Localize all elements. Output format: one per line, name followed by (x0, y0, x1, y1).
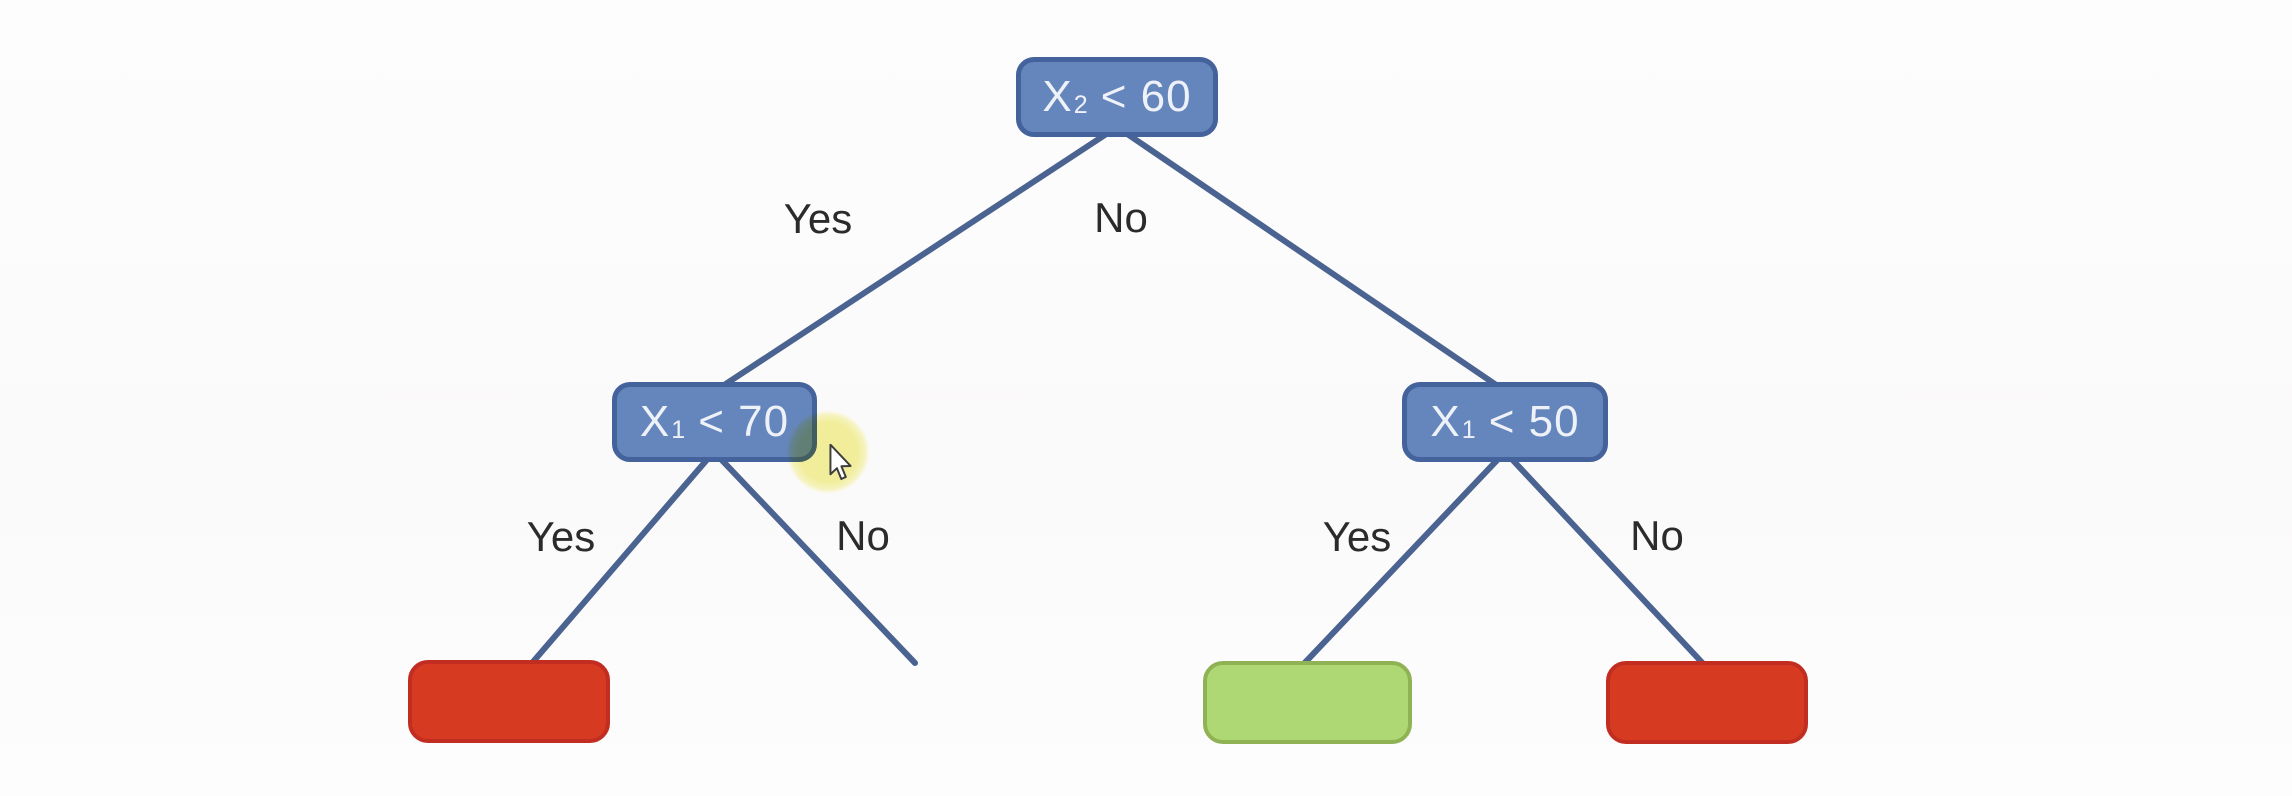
node-variable: X (1042, 72, 1073, 121)
edge-left-no-line (714, 452, 918, 666)
edge-label-right-no: No (1630, 512, 1684, 559)
node-condition: < 70 (698, 397, 790, 446)
edge-right-no-line (1505, 452, 1713, 674)
node-condition: < 50 (1488, 397, 1580, 446)
leaf-node-left-yes-red (408, 660, 610, 743)
node-subscript: 2 (1073, 90, 1089, 119)
node-variable: X (639, 397, 671, 446)
edge-label-left-no: No (836, 512, 890, 559)
mouse-cursor-icon (829, 444, 852, 481)
cursor-highlight-circle (786, 410, 870, 494)
leaf-node-right-no-red (1606, 661, 1808, 744)
edge-left-yes-line (523, 452, 714, 673)
edge-root-yes-line (709, 124, 1120, 396)
edge-label-root-no: No (1094, 194, 1148, 241)
node-subscript: 1 (671, 415, 687, 444)
edge-right-yes-line (1294, 452, 1505, 674)
edge-label-left-yes: Yes (526, 513, 596, 560)
node-condition: < 60 (1100, 72, 1192, 121)
edge-label-right-yes: Yes (1322, 513, 1392, 560)
node-subscript: 1 (1461, 415, 1477, 444)
node-variable: X (1430, 397, 1461, 446)
edge-root-no-line (1114, 124, 1511, 396)
leaf-node-right-yes-green (1203, 661, 1412, 744)
edge-label-root-yes: Yes (783, 195, 853, 242)
